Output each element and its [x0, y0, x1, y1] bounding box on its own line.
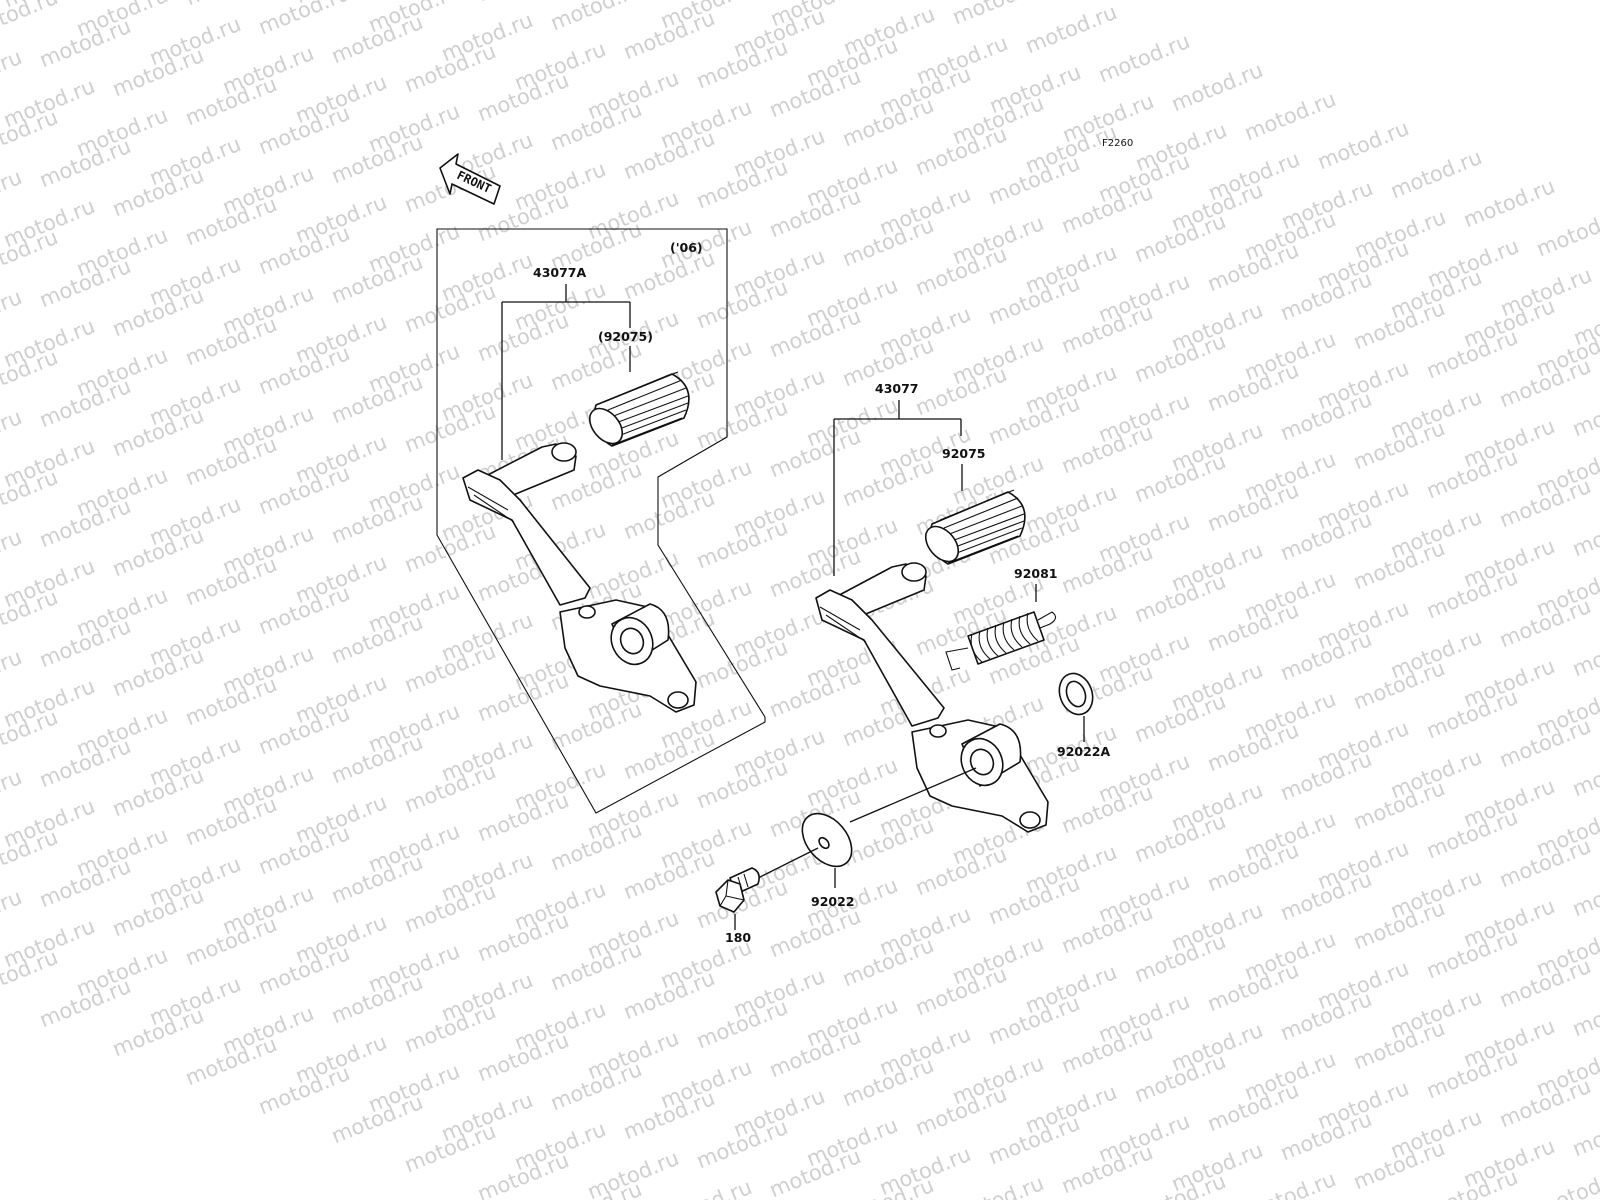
bracket-43077: [833, 400, 962, 576]
washer-92022A: [1058, 672, 1094, 716]
footpeg-rubber: [924, 489, 1026, 565]
return-spring: [945, 611, 1057, 671]
front-arrow-icon: FRONT: [439, 153, 501, 205]
label-43077A: 43077A: [533, 265, 586, 280]
figure-code: F2260: [1102, 138, 1133, 149]
bolt-180: [715, 867, 760, 913]
inset-year-label: ('06): [670, 240, 703, 255]
bolt-axis-line: [757, 847, 819, 879]
footpeg-rubber-06: [588, 371, 690, 447]
label-92075: 92075: [942, 446, 986, 461]
brake-pedal: [815, 562, 1049, 833]
inset-boundary-06: [436, 228, 766, 814]
label-92022: 92022: [811, 894, 855, 909]
bracket-43077A: [501, 284, 631, 460]
label-92075-06: (92075): [598, 329, 653, 344]
axis-line: [849, 767, 977, 823]
label-92022A: 92022A: [1057, 744, 1110, 759]
label-180: 180: [725, 930, 751, 945]
label-92081: 92081: [1014, 566, 1058, 581]
label-43077: 43077: [875, 381, 919, 396]
washer-92022: [801, 812, 853, 868]
brake-pedal-06: [462, 442, 697, 713]
